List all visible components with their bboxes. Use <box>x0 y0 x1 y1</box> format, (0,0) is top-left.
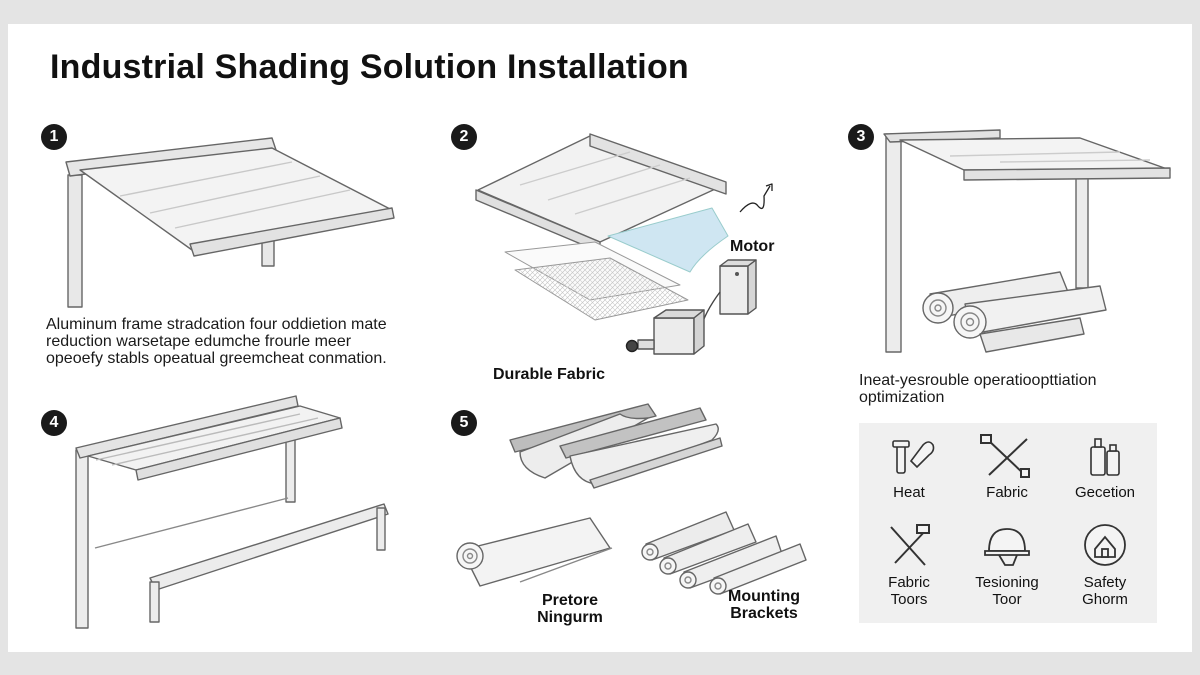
tool-fabric: Fabric <box>957 433 1057 501</box>
tool-heat: Heat <box>859 433 959 501</box>
tool-tesioning-toor: Tesioning Toor <box>957 523 1057 608</box>
fabric-tools-icon <box>890 524 930 566</box>
step-2-badge: 2 <box>451 124 477 150</box>
pretore-ningurm-label: Pretore Ningurm <box>537 592 603 626</box>
step1-frame-illustration <box>65 137 395 308</box>
step-1-caption: Aluminum frame stradcation four oddietio… <box>46 316 387 367</box>
tool-tesioning-toor-label: Tesioning Toor <box>975 574 1039 608</box>
tool-fabric-label: Fabric <box>986 484 1028 501</box>
step-1-badge: 1 <box>41 124 67 150</box>
tool-heat-label: Heat <box>893 484 925 501</box>
step5-fabric-illustration <box>456 403 807 595</box>
tool-gecetion: Gecetion <box>1055 433 1155 501</box>
hard-hat-icon <box>984 528 1030 566</box>
step2-motor-illustration <box>475 133 773 355</box>
tool-safety-ghorm-label: Safety Ghorm <box>1082 574 1128 608</box>
durable-fabric-label: Durable Fabric <box>493 366 606 383</box>
step3-rolls-illustration <box>883 129 1171 353</box>
crossed-tools-icon <box>980 434 1030 478</box>
tool-safety-ghorm: Safety Ghorm <box>1055 523 1155 608</box>
bottles-icon <box>1090 438 1120 476</box>
step-4-badge: 4 <box>41 410 67 436</box>
mounting-brackets-label: Mounting Brackets <box>728 588 800 622</box>
step-5-badge: 5 <box>451 410 477 436</box>
safety-shield-icon <box>1084 524 1126 566</box>
step-3-badge: 3 <box>848 124 874 150</box>
tool-gecetion-label: Gecetion <box>1074 484 1136 501</box>
step4-rails-illustration <box>75 395 389 629</box>
step-3-caption: Ineat-yesrouble operatioopttiation optim… <box>859 372 1097 406</box>
heat-gun-icon <box>892 440 935 474</box>
tool-fabric-toors: Fabric Toors <box>859 523 959 608</box>
motor-label: Motor <box>730 238 775 255</box>
tool-fabric-toors-label: Fabric Toors <box>888 574 930 608</box>
page-title: Industrial Shading Solution Installation <box>50 48 689 86</box>
tools-panel: Heat Fabric Gecetion <box>859 423 1157 623</box>
